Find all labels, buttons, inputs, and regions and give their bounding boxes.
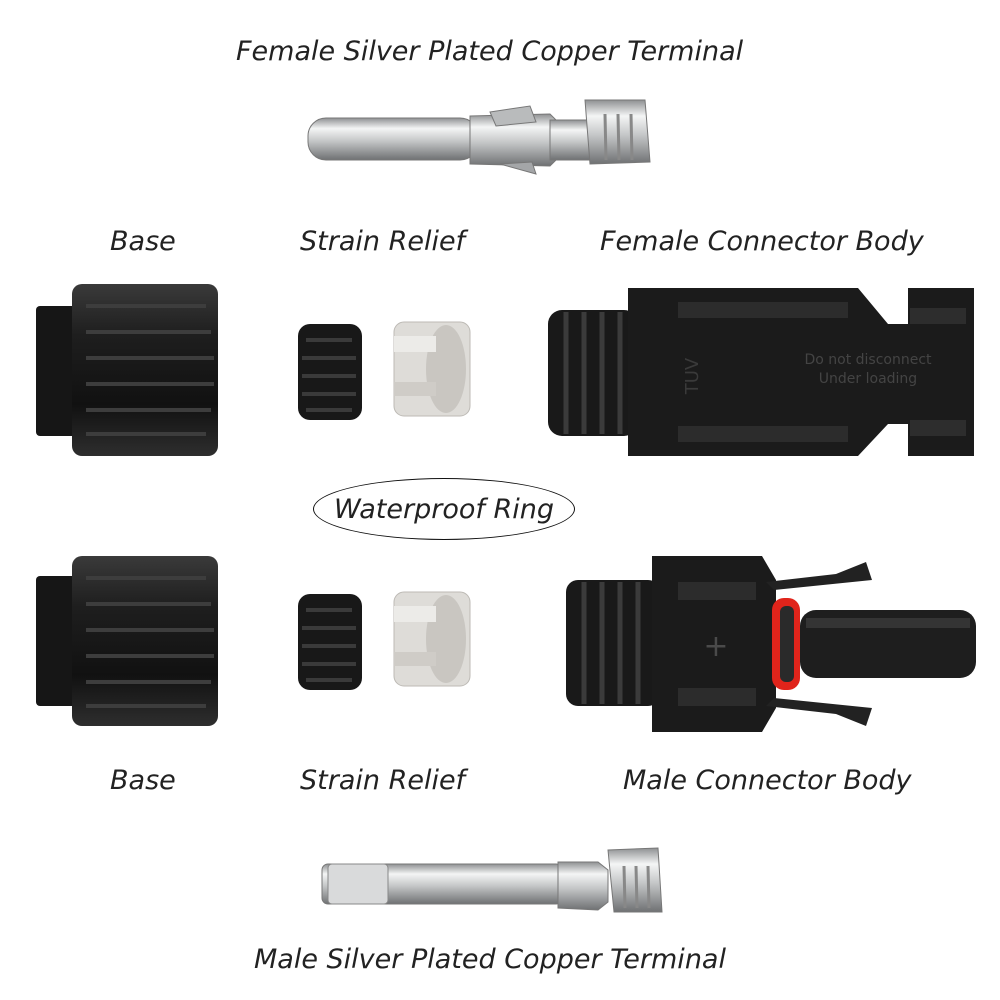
strain-relief-bottom-photo [296, 591, 476, 692]
female-body-label: Female Connector Body [600, 226, 924, 257]
base-bottom-label: Base [110, 765, 176, 796]
female-terminal-photo [300, 92, 660, 182]
male-connector-body-photo: + [566, 552, 986, 736]
strain-relief-top-photo [296, 321, 476, 422]
male-terminal-photo [318, 840, 668, 926]
male-polarity-mark: + [703, 629, 728, 664]
female-connector-body-photo: TUV Do not disconnect Under loading [548, 284, 976, 460]
female-warning-line1: Do not disconnect [804, 352, 932, 368]
base-top-label: Base [110, 226, 176, 257]
strain-relief-top-label: Strain Relief [300, 226, 466, 257]
female-tuv-mark: TUV [682, 357, 703, 395]
base-top-photo [36, 284, 220, 456]
female-warning-line2: Under loading [819, 371, 917, 387]
female-terminal-label: Female Silver Plated Copper Terminal [236, 36, 744, 67]
male-body-label: Male Connector Body [623, 765, 912, 796]
strain-relief-bottom-label: Strain Relief [300, 765, 466, 796]
base-bottom-photo [36, 556, 220, 726]
male-terminal-label: Male Silver Plated Copper Terminal [254, 944, 726, 975]
waterproof-ring-label: Waterproof Ring [334, 493, 554, 525]
waterproof-ring-callout: Waterproof Ring [313, 478, 575, 540]
